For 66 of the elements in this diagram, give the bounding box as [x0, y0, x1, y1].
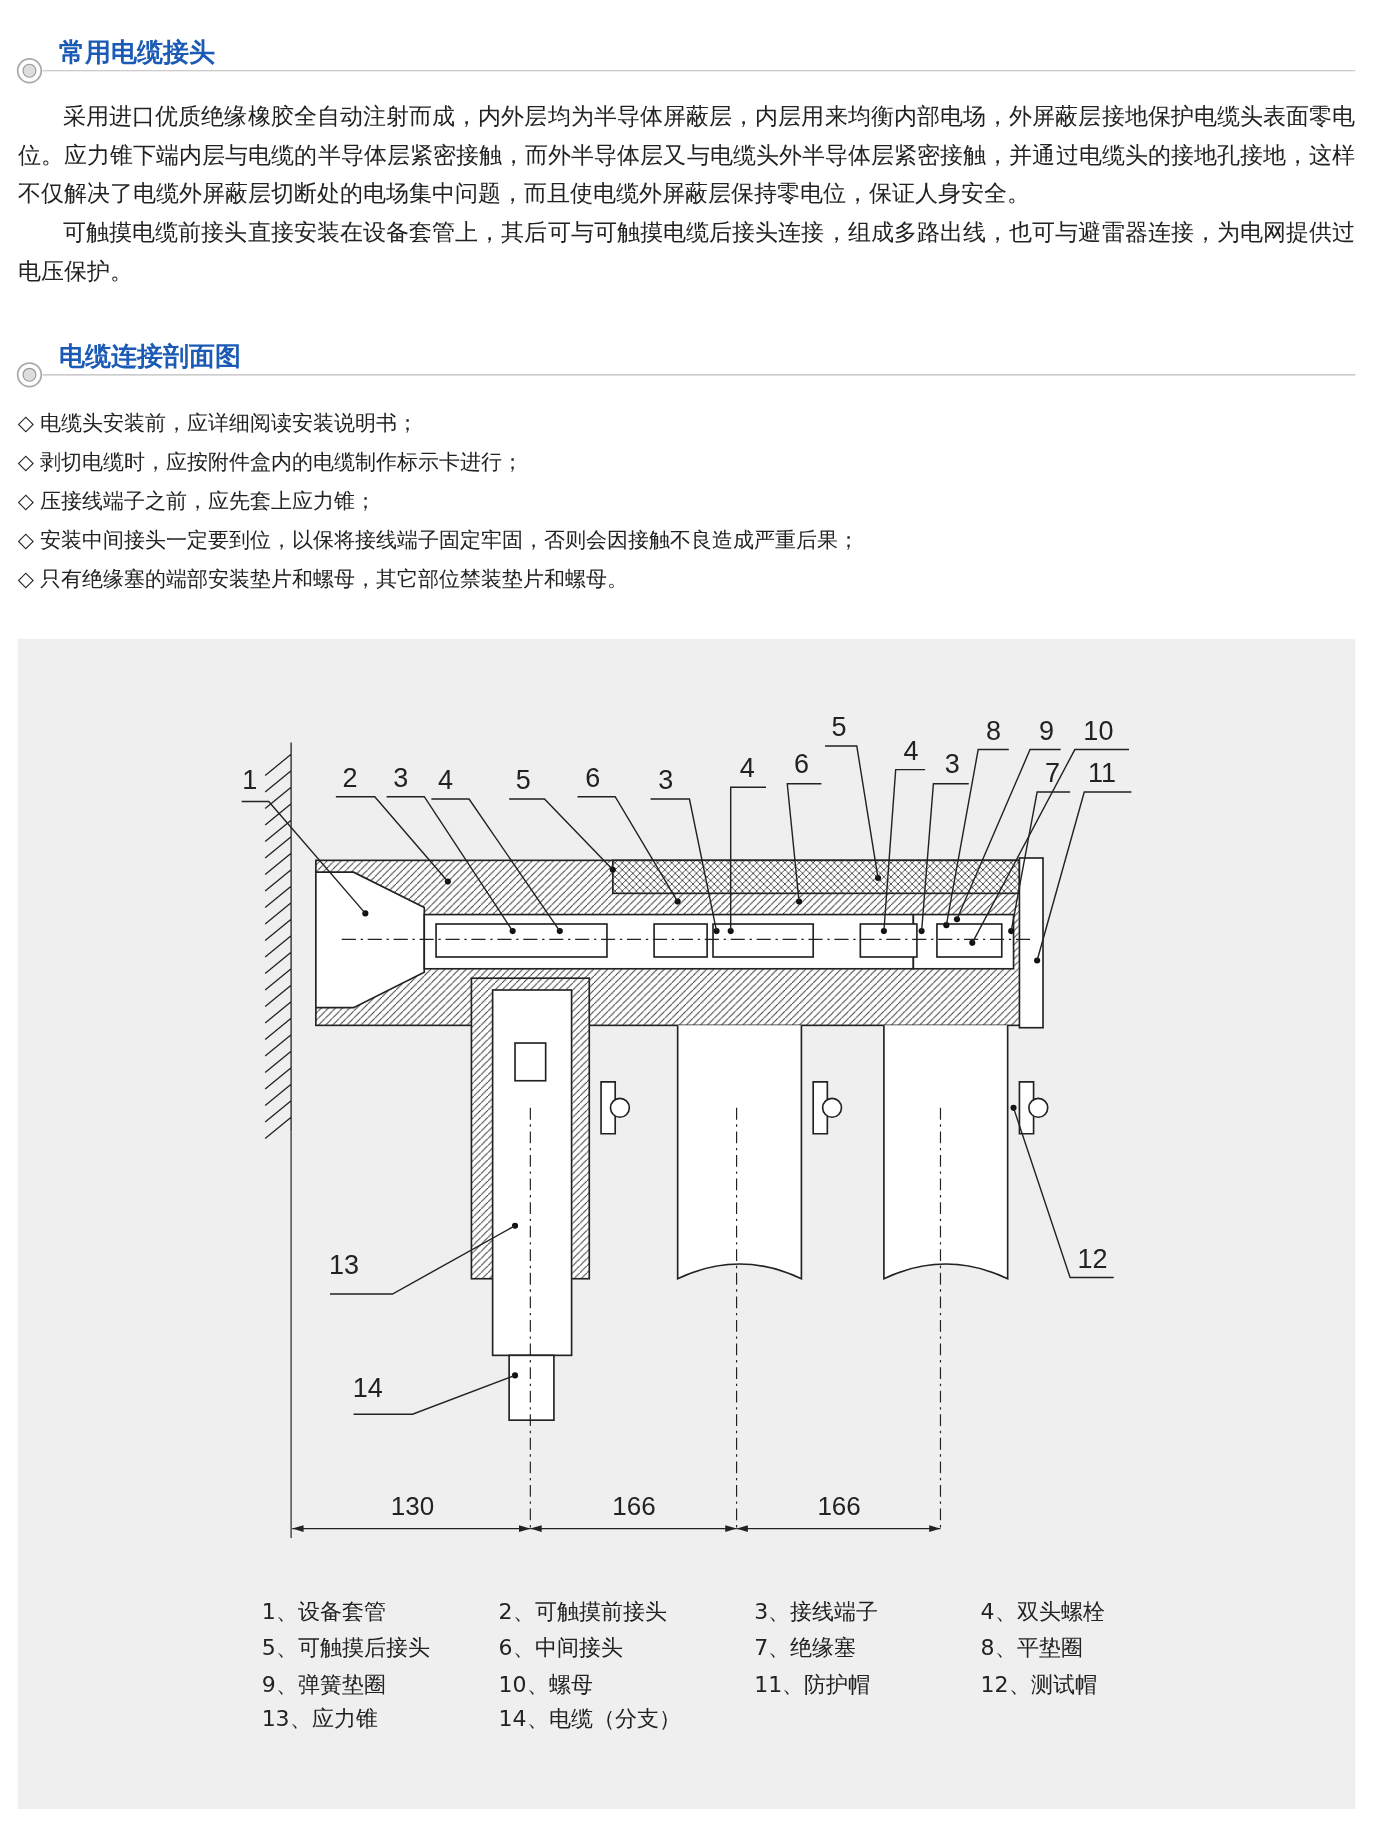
parts-list-item: 1、设备套管	[261, 1597, 386, 1626]
paragraph: 采用进口优质绝缘橡胶全自动注射而成，内外层均为半导体屏蔽层，内层用来均衡内部电场，外屏蔽层接地保护电缆头表面零电位。应力锥下端内层与电缆的半导体层紧密接触，而外半导体层又与电缆头外半导体层紧密接触，并通过电缆头的接地孔接地，这样不仅解决了电缆外屏蔽层切断处的电场集中问题，而且使电缆外屏蔽层保持零电位，保证人身安全。	[17, 101, 1356, 209]
parts-list-item: 5、可触摸后接头	[261, 1634, 430, 1663]
leader-line	[352, 1374, 516, 1415]
leader-line	[430, 798, 561, 932]
callout-number: 11	[1087, 757, 1116, 789]
section-heading: 电缆连接剖面图	[58, 340, 241, 374]
callout-number: 14	[352, 1372, 383, 1404]
parts-list-item: 14、电缆（分支）	[498, 1705, 681, 1734]
section-heading: 常用电缆接头	[58, 36, 215, 70]
dimension-label: 130	[390, 1490, 435, 1522]
callout-number: 5	[515, 764, 531, 796]
callout-number: 4	[437, 764, 453, 796]
callout-number: 3	[944, 748, 960, 780]
callout-number: 12	[1077, 1243, 1108, 1275]
bullet-item: ◇ 只有绝缘塞的端部安装垫片和螺母，其它部位禁装垫片和螺母。	[17, 566, 629, 594]
parts-list-item: 2、可触摸前接头	[498, 1597, 667, 1626]
leader-line	[1036, 791, 1133, 962]
dimension-label: 166	[612, 1490, 656, 1522]
leader-line	[786, 783, 823, 903]
leader-line	[385, 796, 514, 932]
bullet-item: ◇ 压接线端子之前，应先套上应力锥；	[17, 488, 377, 516]
leader-line	[971, 748, 1130, 944]
parts-list-item: 7、绝缘塞	[754, 1634, 857, 1663]
callout-number: 5	[831, 711, 847, 743]
callout-number: 7	[1044, 757, 1060, 789]
callout-number: 4	[739, 752, 755, 784]
callout-number: 6	[585, 762, 601, 794]
dimension-label: 166	[817, 1490, 861, 1522]
bullet-item: ◇ 剥切电缆时，应按附件盒内的电缆制作标示卡进行；	[17, 449, 524, 477]
leader-line	[824, 745, 879, 879]
parts-list-item: 4、双头螺栓	[980, 1597, 1105, 1626]
callout-number: 3	[393, 762, 409, 794]
parts-list-item: 3、接线端子	[754, 1597, 879, 1626]
leader-line	[649, 798, 718, 932]
leader-line	[1010, 791, 1071, 932]
callout-number: 8	[986, 715, 1001, 747]
leader-line	[240, 800, 367, 915]
callout-number: 6	[793, 748, 809, 780]
callout-number: 9	[1039, 715, 1055, 747]
leader-line	[956, 748, 1062, 920]
callout-number: 10	[1083, 715, 1114, 747]
parts-list-item: 8、平垫圈	[980, 1634, 1083, 1663]
callout-number: 13	[329, 1249, 360, 1281]
leader-line	[945, 748, 1010, 926]
callout-number: 4	[903, 735, 919, 767]
callout-number: 2	[342, 762, 358, 794]
leader-line	[1012, 1107, 1115, 1279]
leader-line	[730, 786, 767, 932]
leader-line	[576, 796, 679, 903]
leader-line	[508, 798, 614, 871]
parts-list-item: 10、螺母	[498, 1671, 593, 1699]
parts-list-item: 9、弹簧垫圈	[261, 1671, 386, 1699]
parts-list-item: 12、测试帽	[980, 1671, 1097, 1699]
leader-line	[920, 783, 970, 932]
bullet-item: ◇ 电缆头安装前，应详细阅读安装说明书；	[17, 409, 419, 437]
parts-list-item: 6、中间接头	[498, 1634, 623, 1663]
parts-list-item: 13、应力锥	[261, 1705, 378, 1734]
leader-line	[329, 1225, 516, 1295]
leader-line	[883, 768, 926, 932]
callout-number: 3	[658, 764, 674, 796]
bullet-item: ◇ 安装中间接头一定要到位，以保将接线端子固定牢固，否则会因接触不良造成严重后果；	[17, 527, 860, 555]
paragraph: 可触摸电缆前接头直接安装在设备套管上，其后可与可触摸电缆后接头连接，组成多路出线，也可与避雷器连接，为电网提供过电压保护。	[17, 218, 1356, 287]
parts-list-item: 11、防护帽	[754, 1671, 871, 1699]
leader-line	[335, 796, 449, 883]
callout-number: 1	[242, 764, 258, 796]
